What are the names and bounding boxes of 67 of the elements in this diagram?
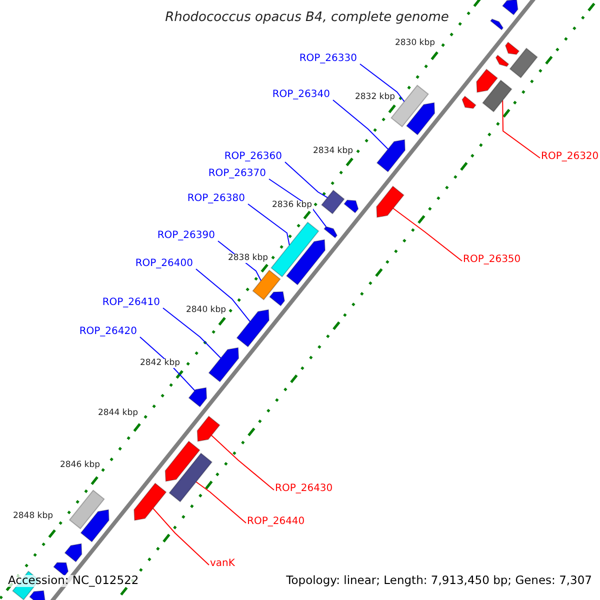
- gene-block: [80, 509, 110, 542]
- gene-label: ROP_26440: [247, 517, 305, 527]
- gene-block: [164, 440, 200, 482]
- leader-line: [332, 100, 388, 150]
- gene-box: [252, 270, 281, 300]
- gene-box: [68, 490, 105, 530]
- gene-block: [462, 96, 476, 109]
- gene-box: [482, 80, 512, 112]
- gene-block: [406, 102, 436, 136]
- gene-block: [64, 543, 82, 562]
- gene-label: ROP_26360: [224, 152, 282, 162]
- gene-block: [376, 139, 406, 172]
- gene-label: ROP_26380: [187, 194, 245, 204]
- gene-block: [376, 186, 404, 218]
- gene-label: ROP_26370: [208, 169, 266, 179]
- leader-line: [152, 508, 210, 566]
- gene-box: [509, 48, 538, 78]
- gene-label: vanK: [210, 559, 235, 569]
- gene-label: ROP_26330: [299, 54, 357, 64]
- gene-label: ROP_26400: [135, 259, 193, 269]
- scale-label: 2838 kbp: [227, 254, 269, 262]
- gene-block: [476, 68, 498, 93]
- gene-label: ROP_26430: [275, 484, 333, 494]
- gene-box: [270, 222, 320, 278]
- scale-label: 2834 kbp: [312, 147, 354, 156]
- gene-label: ROP_26390: [157, 231, 215, 241]
- gene-label: ROP_26420: [79, 327, 137, 337]
- gene-block: [502, 0, 518, 16]
- gene-label: ROP_26410: [102, 298, 160, 308]
- title: Rhodococcus opacus B4, complete genome: [164, 11, 450, 24]
- scale-label: 2840 kbp: [185, 306, 227, 314]
- scale-label: 2842 kbp: [139, 359, 181, 368]
- gene-label: ROP_26340: [272, 90, 330, 100]
- footer-text: Topology: linear; Length: 7,913,450 bp; Genes: 7,307: [286, 575, 592, 586]
- gene-block: [208, 347, 240, 382]
- gene-block: [134, 482, 167, 521]
- gene-block: [269, 291, 286, 306]
- gene-label: ROP_26350: [463, 255, 521, 265]
- leader-line: [162, 308, 222, 359]
- gene-block: [324, 226, 338, 238]
- scale-label: 2846 kbp: [59, 461, 101, 470]
- gene-block: [286, 239, 326, 286]
- leader-line: [502, 100, 540, 158]
- leader-line: [284, 162, 328, 198]
- footer-text: Accession: NC_012522: [8, 575, 139, 586]
- leader-line: [211, 434, 274, 490]
- scale-label: 2844 kbp: [97, 409, 139, 418]
- gene-block: [29, 590, 46, 600]
- gene-label: ROP_26320: [541, 152, 599, 162]
- gene-block: [236, 309, 270, 348]
- gene-block: [495, 54, 510, 67]
- gene-block: [188, 387, 208, 408]
- gene-block: [344, 200, 359, 214]
- scale-label: 2830 kbp: [394, 39, 436, 48]
- gene-block: [504, 42, 520, 55]
- leader-line: [360, 64, 405, 102]
- scale-label: 2832 kbp: [354, 93, 396, 102]
- scale-label: 2836 kbp: [271, 201, 313, 210]
- leader-line: [392, 208, 462, 262]
- leader-line: [248, 204, 290, 246]
- leader-line: [196, 481, 246, 524]
- gene-box: [168, 452, 213, 502]
- scale-label: 2848 kbp: [12, 512, 54, 520]
- leader-line: [196, 268, 250, 322]
- gene-box: [320, 190, 345, 214]
- gene-block: [196, 416, 220, 442]
- gene-block: [490, 18, 504, 30]
